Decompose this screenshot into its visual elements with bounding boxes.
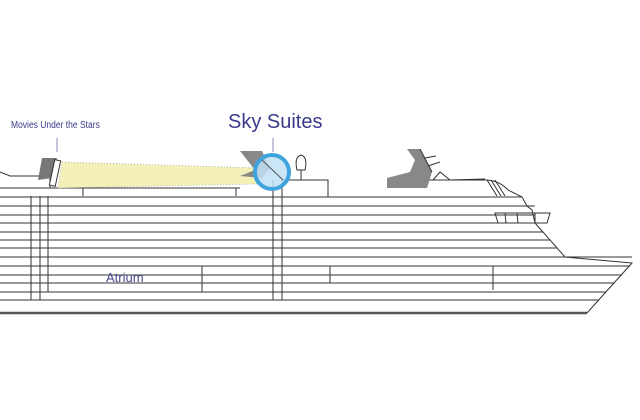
sky-deck xyxy=(282,179,329,197)
mast-light xyxy=(295,154,307,180)
projector-screen-icon xyxy=(48,159,62,187)
sky-suites-highlight xyxy=(253,153,291,191)
upper-deck xyxy=(55,187,240,196)
atrium-label: Atrium xyxy=(106,270,144,285)
funnel-fins xyxy=(419,148,441,173)
main-funnel xyxy=(387,149,432,188)
sky-suites-label: Sky Suites xyxy=(228,111,323,133)
bow-outline xyxy=(410,179,634,314)
pillars xyxy=(30,180,283,300)
projector-beam xyxy=(57,161,259,189)
movies-under-the-stars-label: Movies Under the Stars xyxy=(11,120,100,131)
bridge-wing xyxy=(494,212,551,224)
atrium-outline xyxy=(48,265,331,292)
suite-edge xyxy=(261,159,284,181)
